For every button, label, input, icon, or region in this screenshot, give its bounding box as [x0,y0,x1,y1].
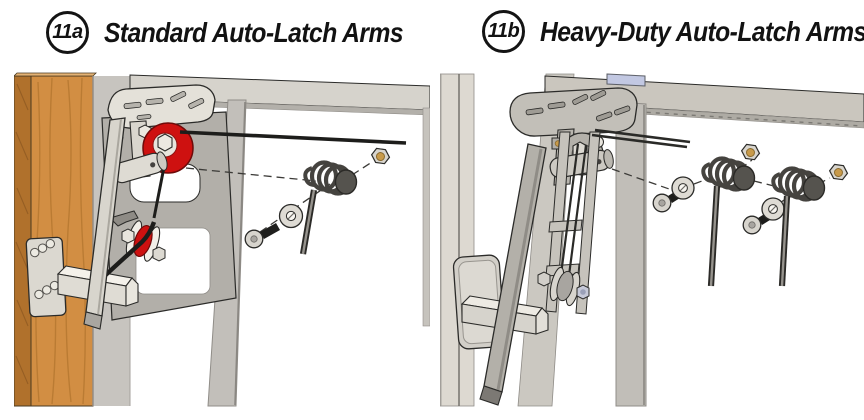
hex-nut [370,147,391,165]
step-badge-11a: 11a [46,11,89,54]
drive-cable [152,130,407,219]
latch-arm-tip [83,311,103,330]
lower-pulley-nut [152,246,166,262]
hex-nut-1 [740,143,761,161]
strike-plate-screws [30,239,60,300]
frame-strip [422,107,430,327]
roller-pin [111,151,168,184]
plate-slots [123,90,205,120]
pulley-axle-bolt [157,133,173,152]
figure-b-header: 11b Heavy-Duty Auto-Latch Arms [482,10,864,53]
flat-washer-1 [671,176,695,200]
latch-arm-tip [479,385,503,406]
flat-washer-2 [761,197,785,221]
lower-pulley-bolt [121,228,135,244]
plate-slots [525,89,631,122]
torsion-spring-1 [701,156,756,287]
ladder-frame [545,131,601,315]
frame-column [615,101,647,407]
lower-pulley [537,266,590,307]
latch-arm [83,117,126,330]
figure-b-illustration [440,73,864,407]
figure-a-illustration [14,72,430,407]
cable-to-arm [95,221,157,285]
flat-washer [278,203,304,229]
hex-nut-2 [828,163,849,181]
door-post [440,73,475,407]
lower-pulley-bolt [537,271,551,287]
figure-b-title: Heavy-Duty Auto-Latch Arms [540,15,864,47]
mounting-plate [107,84,216,129]
hex-bolt [244,223,280,249]
step-badge-11b: 11b [482,10,525,53]
double-drive-cable [558,128,691,284]
figure-a-title: Standard Auto-Latch Arms [104,16,404,48]
latch-hook-clip [109,210,139,227]
heavy-duty-latch-arm [479,143,547,406]
blue-track-fitting [606,73,646,87]
torsion-spring-2 [771,166,826,287]
mounting-plate [509,87,638,137]
torsion-spring [299,160,358,255]
figure-a-header: 11a Standard Auto-Latch Arms [46,11,444,54]
